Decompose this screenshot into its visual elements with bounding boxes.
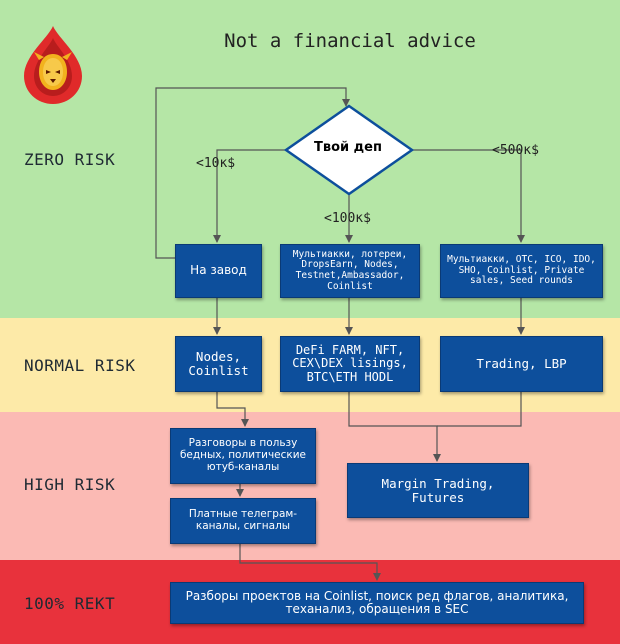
edge-nodes-talks: [216, 392, 249, 427]
high-risk-label: HIGH RISK: [24, 475, 116, 494]
edge-high: [412, 149, 525, 243]
node-defi: DeFi FARM, NFT, CEX\DEX lisings, BTC\ETH…: [280, 336, 420, 392]
node-trading: Trading, LBP: [440, 336, 603, 392]
normal-risk-label: NORMAL RISK: [24, 356, 136, 375]
node-multi-small: Мультиакки, лотереи, DropsEarn, Nodes, T…: [280, 244, 420, 298]
node-talks: Разговоры в пользу бедных, политические …: [170, 428, 316, 484]
node-nodes-coinlist: Nodes, Coinlist: [175, 336, 262, 392]
node-margin: Margin Trading, Futures: [347, 463, 529, 518]
edge-label-high: <500к$: [492, 143, 539, 158]
edge-trading-margin: [437, 392, 522, 427]
node-rekt: Разборы проектов на Coinlist, поиск ред …: [170, 582, 584, 624]
node-zavod: На завод: [175, 244, 262, 298]
edge-defi-margin: [348, 392, 441, 462]
edge-loop: [155, 87, 350, 259]
zero-risk-label: ZERO RISK: [24, 150, 116, 169]
lion-logo-icon: [24, 26, 82, 104]
decision-label: Твой деп: [314, 140, 382, 155]
node-paid: Платные телеграм-каналы, сигналы: [170, 498, 316, 544]
decision-diamond: [283, 104, 415, 196]
node-multi-big: Мультиакки, OTC, ICO, IDO, SHO, Coinlist…: [440, 244, 603, 298]
edge-low: [213, 149, 286, 243]
edge-label-mid: <100к$: [324, 211, 371, 226]
edge-label-low: <10к$: [196, 156, 236, 171]
page-title: Not a financial advice: [224, 30, 476, 52]
edge-paid-rekt: [239, 544, 381, 581]
rekt-label: 100% REKT: [24, 594, 116, 613]
